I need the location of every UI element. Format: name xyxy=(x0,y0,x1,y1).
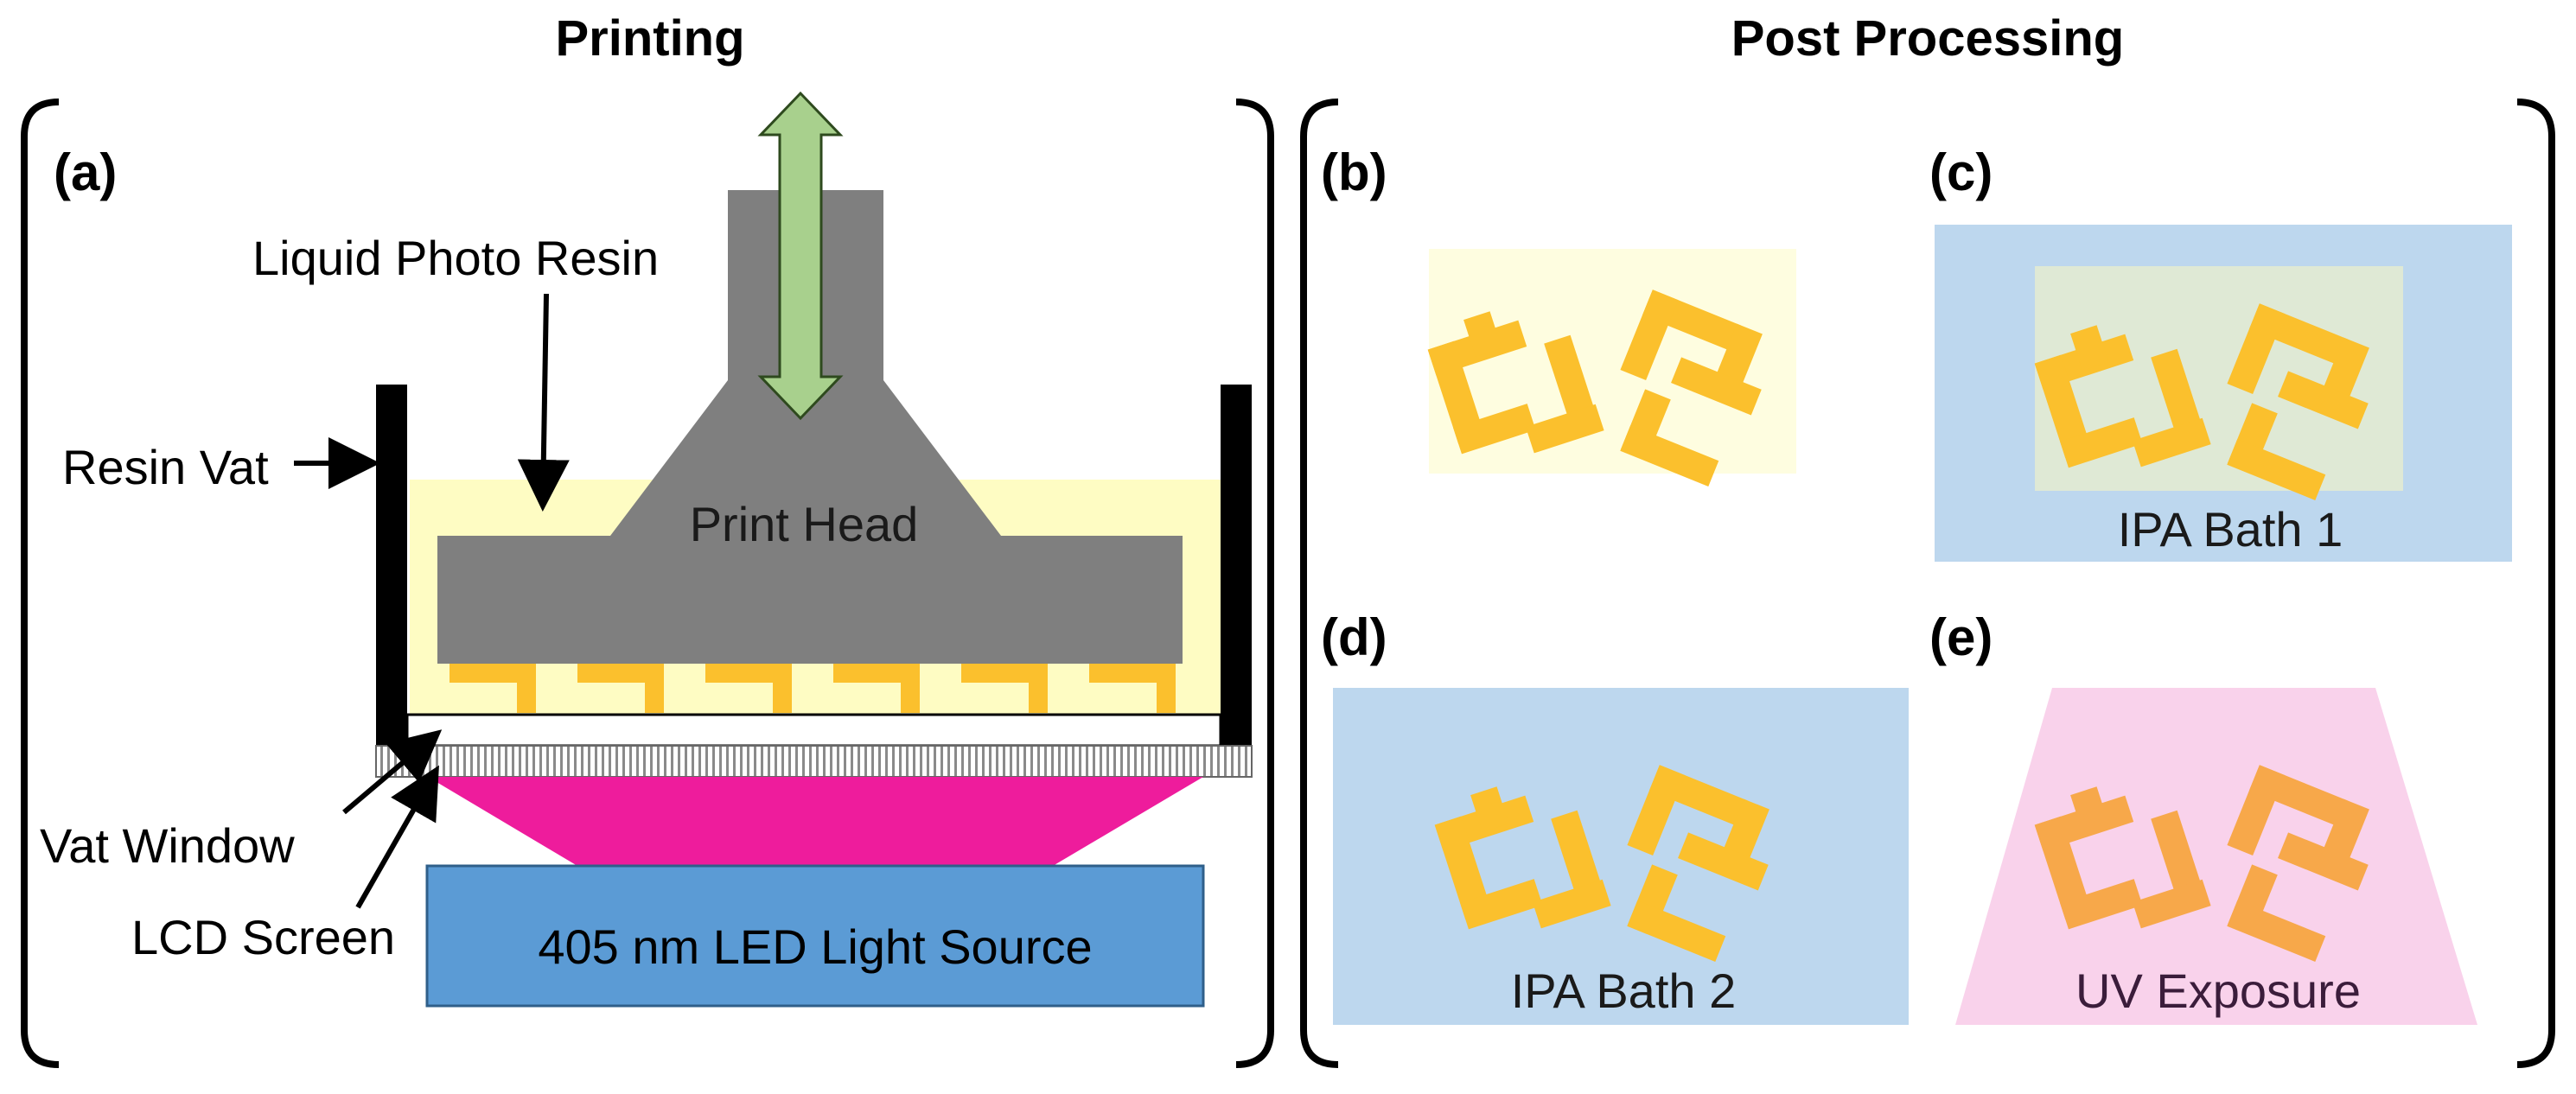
ipa-bath-2 xyxy=(1333,688,1909,1025)
panel-a-label: (a) xyxy=(54,143,117,201)
vat-window-pointer xyxy=(342,729,443,815)
printed-parts xyxy=(450,664,1176,713)
lcd-screen-label: LCD Screen xyxy=(131,910,395,964)
up-down-arrow-icon xyxy=(757,91,844,421)
resin-vat-right-wall xyxy=(1221,385,1252,746)
panel-c-label: (c) xyxy=(1929,143,1993,201)
vat-window xyxy=(405,713,1222,747)
print-head-label: Print Head xyxy=(690,497,919,551)
printing-brackets xyxy=(21,99,1274,1068)
led-light-source xyxy=(425,864,1205,1008)
print-head xyxy=(437,190,1183,664)
lcd-screen xyxy=(375,745,1253,778)
uv-exposure-chamber xyxy=(1955,688,2477,1025)
liquid-resin-label: Liquid Photo Resin xyxy=(252,231,659,285)
post-processing-heading: Post Processing xyxy=(1731,10,2124,67)
post-processing-brackets xyxy=(1300,99,2555,1068)
lcd-screen-pointer xyxy=(355,765,439,909)
panel-d-label: (d) xyxy=(1321,608,1387,666)
light-beam xyxy=(428,777,1203,866)
resin-vat-label: Resin Vat xyxy=(62,440,269,494)
uv-exposure-label: UV Exposure xyxy=(2075,964,2361,1018)
ipa-bath-1-label: IPA Bath 1 xyxy=(2118,502,2343,557)
ipa-bath-2-label: IPA Bath 2 xyxy=(1511,964,1736,1018)
panel-b-label: (b) xyxy=(1321,143,1387,201)
resin-vat-left-wall xyxy=(376,385,407,746)
vat-window-label: Vat Window xyxy=(40,818,295,873)
printing-heading: Printing xyxy=(555,10,744,67)
panel-e-label: (e) xyxy=(1929,608,1993,666)
liquid-resin-pointer xyxy=(517,293,570,512)
led-light-source-label: 405 nm LED Light Source xyxy=(538,919,1092,974)
